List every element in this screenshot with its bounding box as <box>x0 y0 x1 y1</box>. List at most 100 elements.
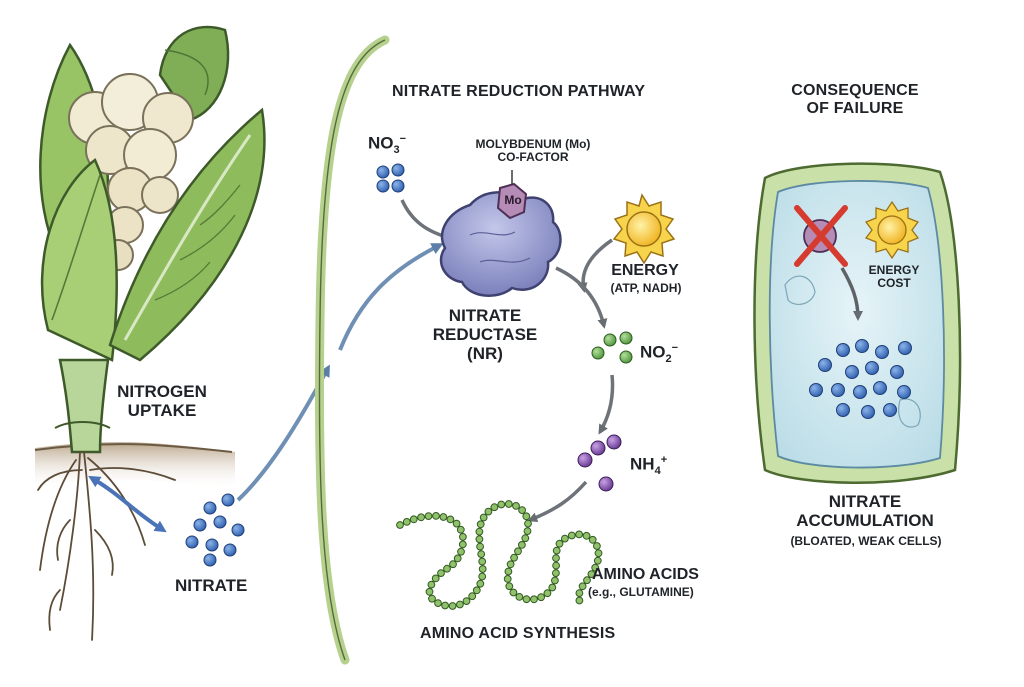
amino-bead <box>457 547 465 556</box>
amino-bead <box>472 586 481 595</box>
amino-bead <box>593 542 601 550</box>
amino-bead <box>509 588 518 597</box>
nitrate-reductase-enzyme <box>439 191 562 297</box>
amino-bead <box>458 540 467 549</box>
amino-bead <box>417 513 426 522</box>
amino-bead <box>441 601 450 610</box>
amino-bead <box>518 541 526 549</box>
bloated-cell <box>753 162 962 484</box>
synthesis-heading: AMINO ACID SYNTHESIS <box>420 625 616 642</box>
no2-dots <box>591 331 633 364</box>
stem-to-enzyme-arrow <box>338 243 444 351</box>
nh4-label: NH4+ <box>630 454 668 478</box>
no2-to-nh4-arrow <box>598 374 615 435</box>
cauliflower-curd <box>68 73 194 271</box>
energy-detail-label: (ATP, NADH) <box>610 281 682 295</box>
plant-stalk <box>58 358 110 454</box>
cofactor-label: MOLYBDENUM (Mo) CO-FACTOR <box>475 137 591 165</box>
amino-acids-label: AMINO ACIDS <box>592 566 699 583</box>
amino-bead <box>462 597 471 605</box>
amino-bead <box>591 563 600 572</box>
amino-bead <box>522 512 531 521</box>
amino-bead <box>552 561 560 570</box>
amino-bead <box>582 531 591 540</box>
amino-bead <box>583 576 591 585</box>
leaf-front-left <box>40 158 118 362</box>
amino-bead <box>518 506 526 515</box>
amino-acid-chain <box>396 500 603 610</box>
amino-bead <box>452 519 461 528</box>
nh4-to-amino-arrow <box>527 480 588 523</box>
amino-bead <box>437 569 445 577</box>
amino-bead <box>530 595 538 604</box>
amino-bead <box>551 576 559 585</box>
amino-bead <box>593 556 602 565</box>
amino-bead <box>459 533 467 541</box>
no3-dots <box>376 163 405 193</box>
amino-bead <box>427 580 436 589</box>
amino-bead <box>449 560 457 569</box>
amino-bead <box>497 500 506 509</box>
amino-bead <box>409 515 418 524</box>
amino-bead <box>477 550 486 558</box>
amino-bead <box>575 530 583 539</box>
amino-bead <box>594 549 603 558</box>
soil-nitrate-dots <box>185 493 245 567</box>
amino-bead <box>587 570 596 578</box>
no3-label: NO3− <box>368 133 407 157</box>
amino-bead <box>514 547 522 556</box>
amino-bead <box>575 589 584 597</box>
energy-label: ENERGY <box>611 262 679 279</box>
amino-bead <box>515 593 524 601</box>
amino-bead <box>555 539 564 548</box>
amino-bead <box>521 534 530 543</box>
amino-bead <box>475 535 484 544</box>
energy-cost-label: ENERGY COST <box>868 263 920 291</box>
enzyme-label: NITRATE REDUCTASE (NR) <box>432 306 538 364</box>
enzyme-to-no2-arrow <box>555 266 608 329</box>
amino-bead <box>475 527 484 536</box>
amino-bead <box>578 582 587 591</box>
amino-bead <box>510 553 518 562</box>
accumulation-detail-label: (BLOATED, WEAK CELLS) <box>790 534 942 548</box>
no2-label: NO2− <box>640 342 679 366</box>
amino-bead <box>402 518 411 526</box>
amino-bead <box>552 546 561 555</box>
mo-symbol: Mo <box>504 193 522 207</box>
amino-bead <box>522 595 531 604</box>
amino-bead <box>476 579 485 588</box>
amino-bead <box>434 599 442 607</box>
amino-example-label: (e.g., GLUTAMINE) <box>588 585 694 599</box>
cauliflower-plant <box>34 25 266 641</box>
amino-bead <box>548 583 557 592</box>
amino-bead <box>588 535 597 544</box>
amino-bead <box>505 582 514 591</box>
amino-bead <box>431 574 440 583</box>
pathway-heading: NITRATE REDUCTION PATHWAY <box>392 83 646 100</box>
nh4-dots <box>577 434 622 492</box>
amino-bead <box>476 542 485 551</box>
amino-bead <box>396 521 404 529</box>
amino-bead <box>503 575 512 583</box>
amino-bead <box>561 534 569 543</box>
amino-bead <box>524 519 532 528</box>
amino-bead <box>428 594 436 603</box>
amino-bead <box>490 503 499 512</box>
amino-bead <box>479 513 488 522</box>
amino-bead <box>448 602 457 610</box>
nitrate-transport-arrow <box>236 364 330 502</box>
amino-bead <box>476 520 485 529</box>
amino-bead <box>523 527 532 535</box>
amino-bead <box>537 593 545 602</box>
amino-bead <box>432 512 440 520</box>
accumulated-nitrate-dots <box>809 339 912 419</box>
amino-bead <box>575 596 584 605</box>
amino-bead <box>512 502 520 510</box>
amino-bead <box>453 554 462 563</box>
nitrate-label: NITRATE <box>175 576 248 595</box>
amino-bead <box>468 592 477 601</box>
mo-cofactor <box>496 182 528 220</box>
energy-cost-sun-icon <box>864 200 920 260</box>
energy-sun-icon <box>612 193 676 265</box>
